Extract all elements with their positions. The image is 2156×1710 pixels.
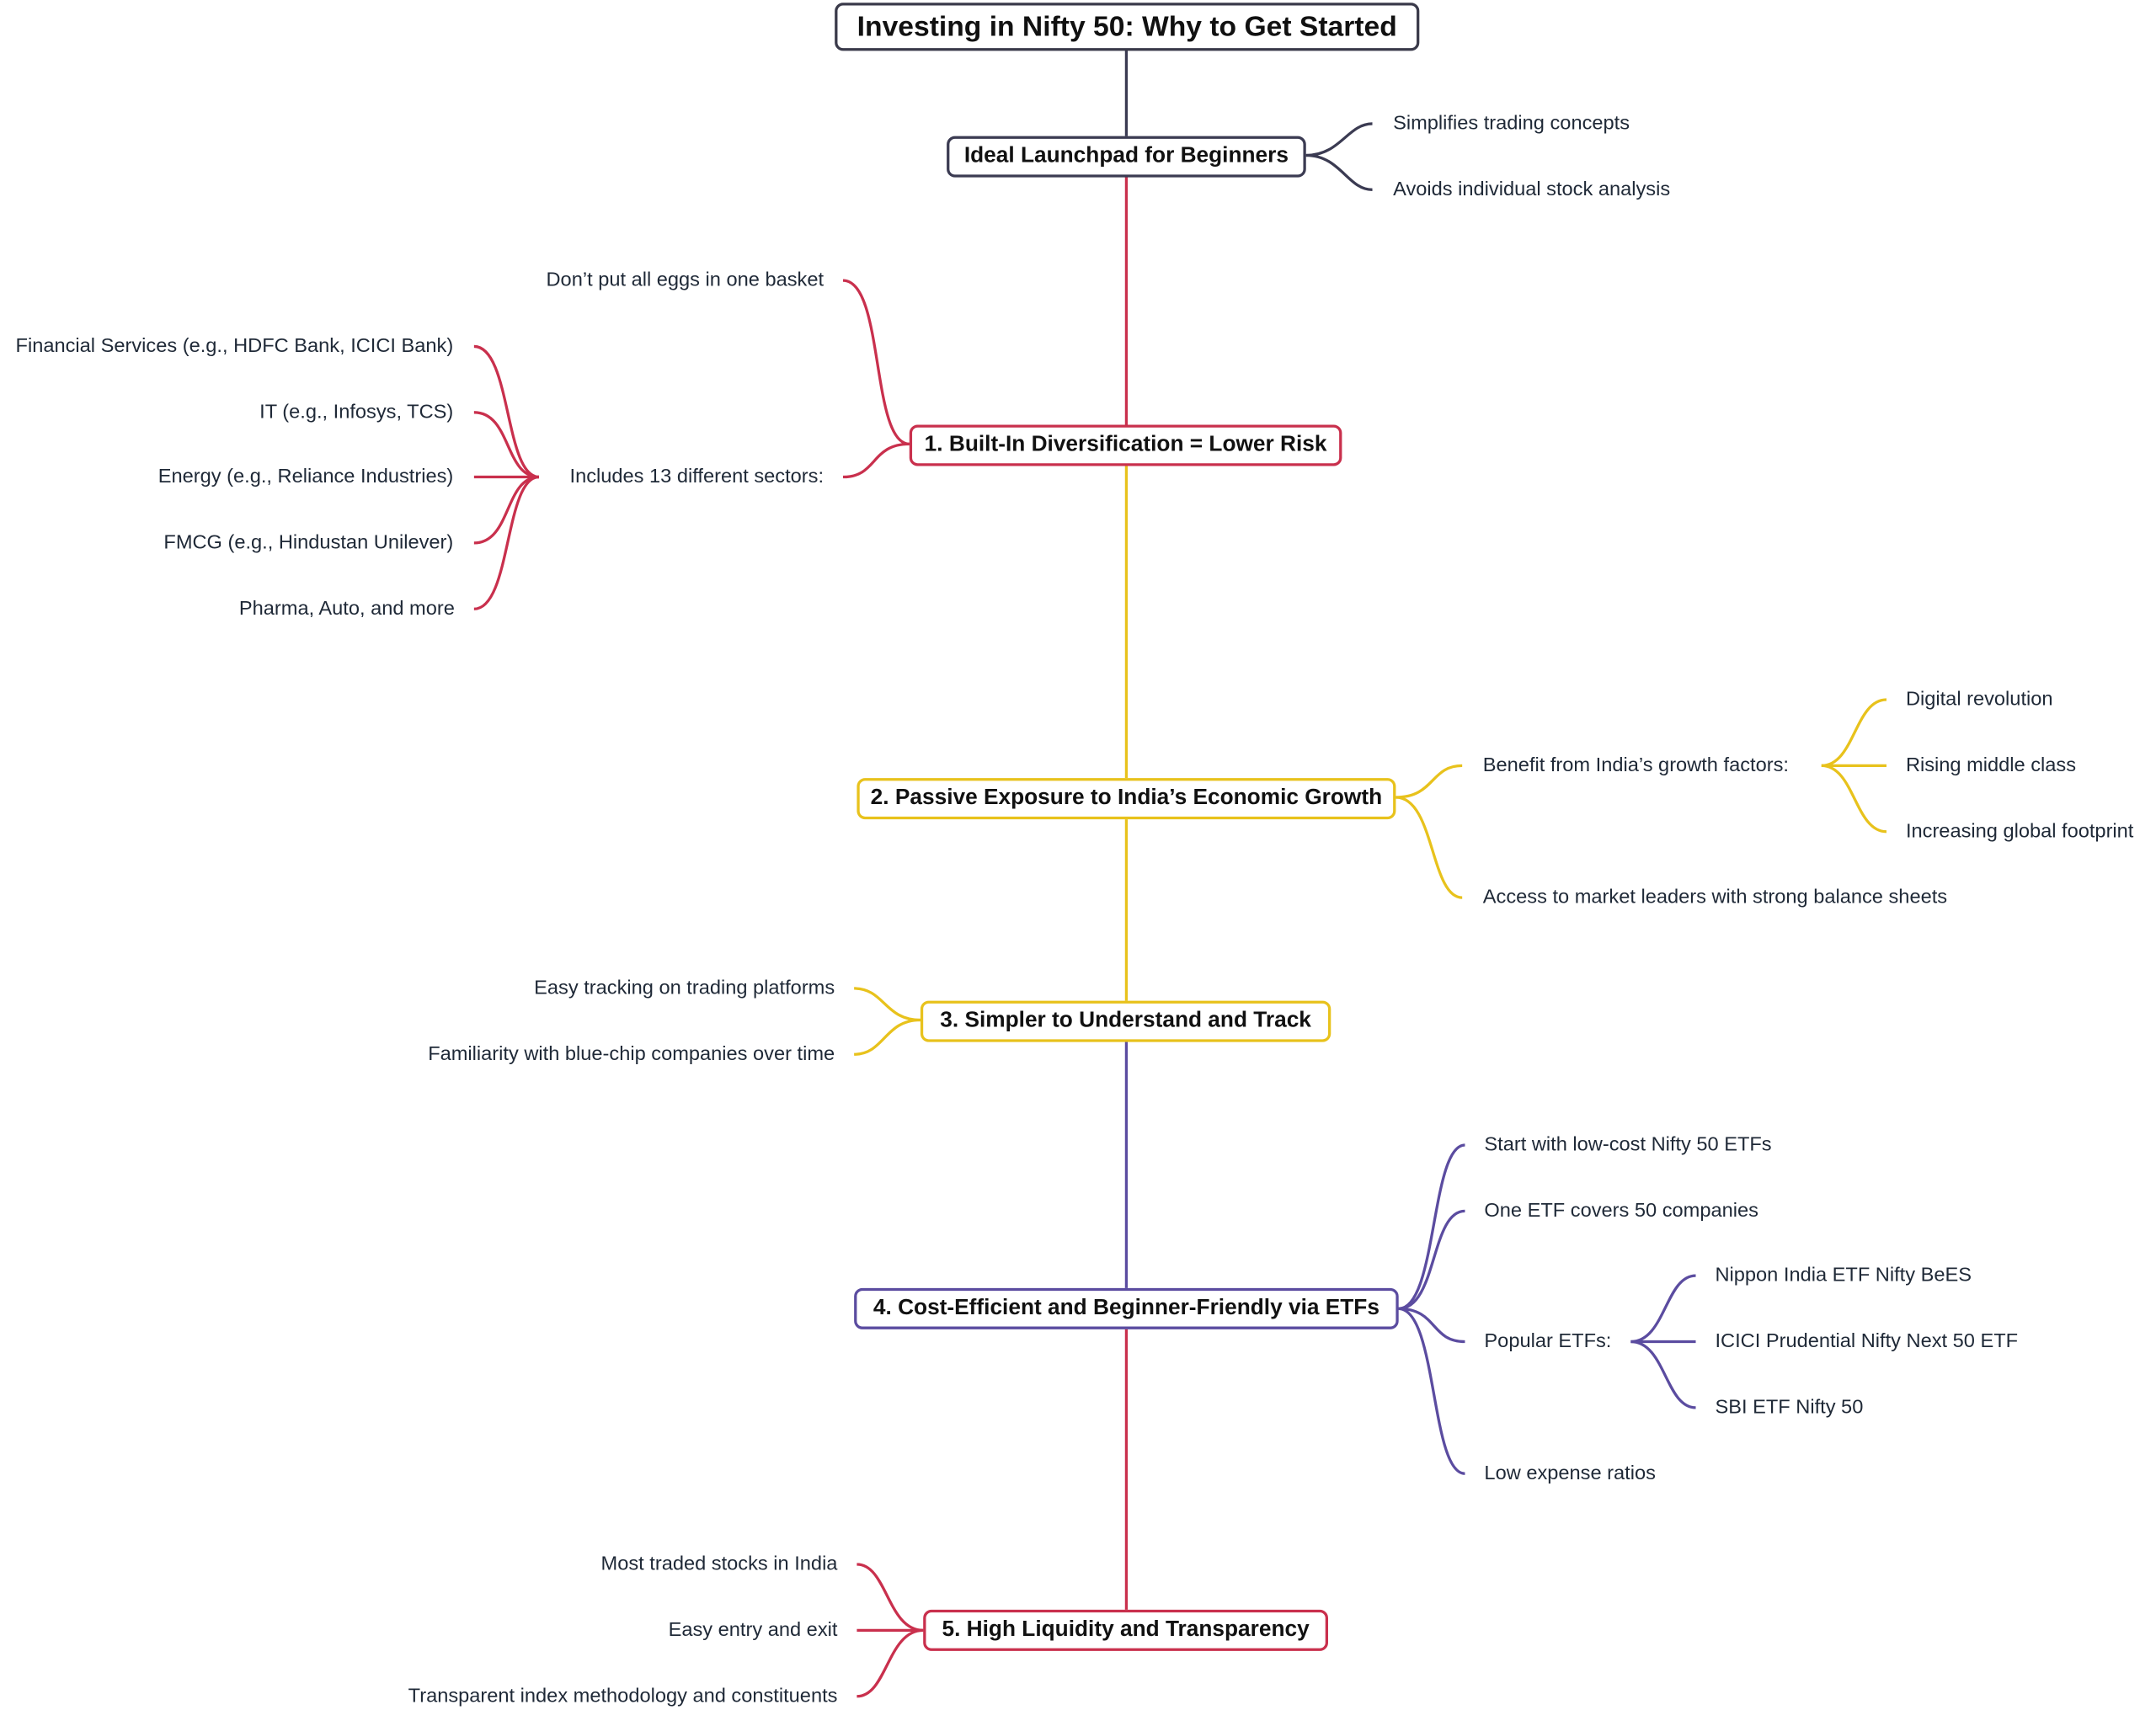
leaf-etf-sbi: SBI ETF Nifty 50	[1715, 1396, 1864, 1419]
leaf-sector-pharma: Pharma, Auto, and more	[238, 598, 455, 621]
link-b3-1	[854, 987, 921, 1022]
leaf-simplifies-trading: Simplifies trading concepts	[1393, 112, 1630, 136]
link-b1-eggs	[842, 279, 910, 445]
link-factor-3	[1821, 764, 1887, 834]
link-b1-sectors	[842, 442, 910, 479]
link-b5-1	[857, 1563, 924, 1633]
link-sector-1	[473, 344, 540, 479]
leaf-low-cost-etfs: Start with low-cost Nifty 50 ETFs	[1484, 1133, 1772, 1157]
leaf-growth-factors: Benefit from India’s growth factors:	[1482, 754, 1789, 777]
link-b4-3	[1398, 1307, 1465, 1344]
branch-node-simpler-track: 3. Simpler to Understand and Track	[920, 1000, 1331, 1042]
leaf-etf-icici: ICICI Prudential Nifty Next 50 ETF	[1715, 1330, 2019, 1353]
leaf-easy-tracking: Easy tracking on trading platforms	[534, 977, 835, 999]
link-sector-5	[473, 475, 540, 610]
leaf-popular-etfs: Popular ETFs:	[1484, 1330, 1612, 1353]
branch-node-diversification: 1. Built-In Diversification = Lower Risk	[909, 424, 1342, 466]
leaf-most-traded: Most traded stocks in India	[600, 1553, 838, 1576]
link-b4-1	[1398, 1143, 1465, 1310]
root-node: Investing in Nifty 50: Why to Get Starte…	[835, 3, 1420, 51]
link-factor-1	[1821, 698, 1887, 768]
link-launchpad-2	[1305, 153, 1373, 191]
link-sector-2	[473, 411, 540, 479]
link-b3-2	[854, 1018, 921, 1056]
link-launchpad-1	[1305, 122, 1373, 157]
leaf-13-sectors: Includes 13 different sectors:	[569, 466, 825, 488]
link-b4-2	[1398, 1209, 1465, 1310]
branch-node-etfs: 4. Cost-Efficient and Beginner-Friendly …	[854, 1287, 1399, 1329]
branch-node-liquidity: 5. High Liquidity and Transparency	[923, 1609, 1329, 1651]
leaf-blue-chip: Familiarity with blue-chip companies ove…	[428, 1043, 835, 1066]
leaf-sector-energy: Energy (e.g., Reliance Industries)	[157, 466, 454, 488]
branch-node-economic-growth: 2. Passive Exposure to India’s Economic …	[857, 778, 1396, 820]
leaf-eggs-basket: Don’t put all eggs in one basket	[546, 269, 825, 292]
link-b5-3	[857, 1628, 924, 1698]
link-b4-4	[1398, 1307, 1465, 1475]
leaf-low-expense: Low expense ratios	[1484, 1462, 1656, 1485]
leaf-easy-entry-exit: Easy entry and exit	[668, 1619, 838, 1642]
leaf-sector-financial: Financial Services (e.g., HDFC Bank, ICI…	[15, 335, 454, 358]
link-b2-leaders	[1396, 796, 1463, 899]
leaf-avoids-stock-analysis: Avoids individual stock analysis	[1393, 178, 1671, 201]
leaf-digital-revolution: Digital revolution	[1905, 688, 2053, 711]
leaf-rising-middle-class: Rising middle class	[1905, 754, 2077, 777]
link-etf-1	[1630, 1274, 1696, 1344]
branch-node-launchpad: Ideal Launchpad for Beginners	[947, 136, 1306, 178]
leaf-sector-fmcg: FMCG (e.g., Hindustan Unilever)	[163, 531, 454, 554]
leaf-transparent-index: Transparent index methodology and consti…	[408, 1685, 838, 1707]
leaf-global-footprint: Increasing global footprint	[1905, 820, 2134, 843]
link-etf-3	[1630, 1340, 1696, 1409]
link-b2-growth	[1396, 764, 1463, 799]
leaf-sector-it: IT (e.g., Infosys, TCS)	[259, 401, 454, 424]
link-sector-4	[473, 475, 540, 545]
leaf-market-leaders: Access to market leaders with strong bal…	[1482, 887, 1948, 909]
leaf-etf-nippon: Nippon India ETF Nifty BeES	[1715, 1265, 1972, 1287]
leaf-one-etf: One ETF covers 50 companies	[1484, 1200, 1758, 1223]
